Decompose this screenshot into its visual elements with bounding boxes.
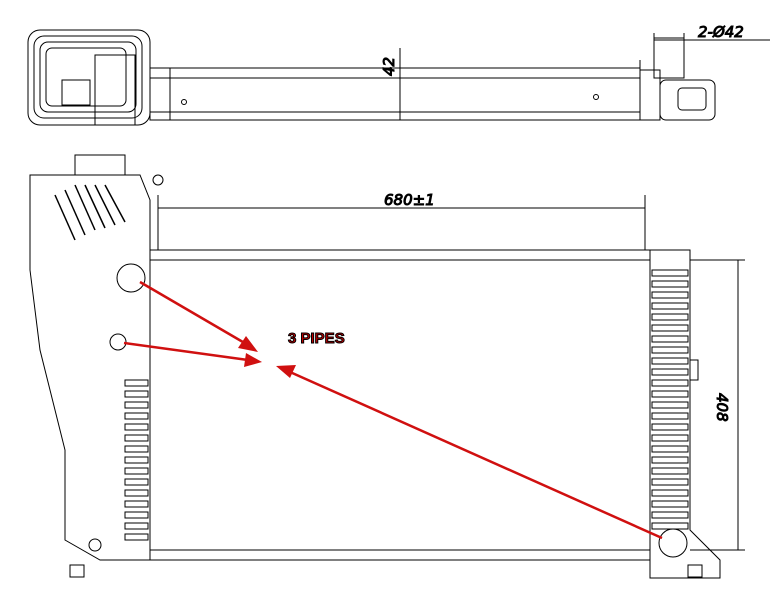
tank-rib <box>124 467 149 475</box>
tank-rib <box>651 412 689 420</box>
tank-rib <box>124 390 149 398</box>
tank-rib <box>651 434 689 442</box>
width-dimension: 680±1 <box>384 191 435 209</box>
tank-rib <box>651 346 689 354</box>
height-dimension: 408 <box>713 393 731 422</box>
tank-rib <box>124 478 149 486</box>
tank-rib <box>124 456 149 464</box>
tank-rib <box>651 445 689 453</box>
pipe-arrows <box>123 280 663 540</box>
tank-rib <box>651 423 689 431</box>
tank-rib <box>651 489 689 497</box>
tank-rib <box>124 445 149 453</box>
tank-rib <box>651 390 689 398</box>
tank-rib <box>651 357 689 365</box>
tank-rib <box>651 302 689 310</box>
pipes-label: 3 PIPES <box>288 330 345 347</box>
top-view <box>27 29 716 126</box>
tank-rib <box>651 324 689 332</box>
tank-rib <box>651 269 689 277</box>
tank-rib <box>651 478 689 486</box>
front-view <box>29 154 721 579</box>
tank-rib <box>651 500 689 508</box>
tank-rib <box>651 368 689 376</box>
tank-rib <box>651 291 689 299</box>
tank-rib <box>124 522 149 530</box>
tank-rib <box>651 335 689 343</box>
tank-rib <box>124 401 149 409</box>
tank-rib <box>651 511 689 519</box>
tank-rib <box>124 489 149 497</box>
tank-rib <box>651 467 689 475</box>
tank-rib <box>124 412 149 420</box>
tank-rib <box>124 379 149 387</box>
thickness-dimension: 42 <box>380 57 398 76</box>
tank-rib <box>124 434 149 442</box>
tank-rib <box>651 456 689 464</box>
tank-rib <box>651 280 689 288</box>
tank-rib <box>651 379 689 387</box>
pipe-dimension: 2-Ø42 <box>698 23 744 41</box>
tank-rib <box>651 313 689 321</box>
tank-rib <box>651 401 689 409</box>
tank-rib <box>124 511 149 519</box>
tank-rib <box>124 533 149 541</box>
tank-rib <box>651 522 689 530</box>
tank-rib <box>124 500 149 508</box>
tank-rib <box>124 423 149 431</box>
